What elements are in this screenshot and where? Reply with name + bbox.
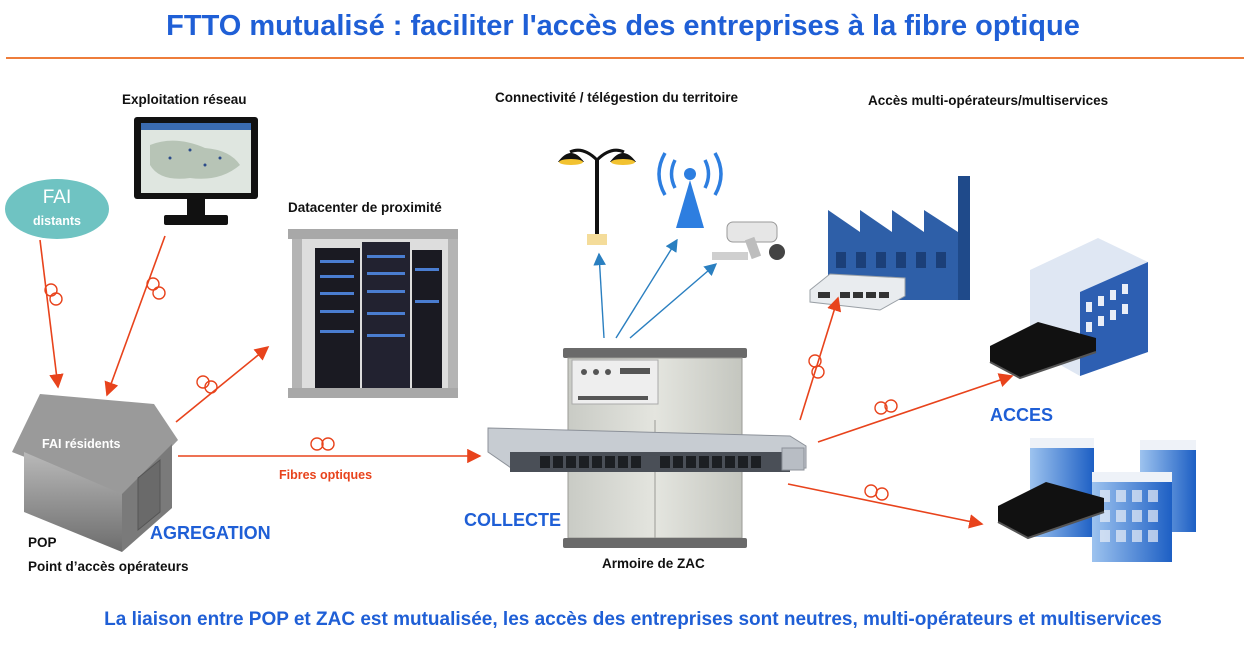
- fai-distants-subtitle: distants: [33, 214, 81, 228]
- server-rack-icon: [288, 229, 458, 398]
- link-pop-to-datacenter: [175, 345, 270, 423]
- label-agregation: AGREGATION: [150, 523, 271, 543]
- fai-distants-title: FAI: [42, 187, 72, 208]
- label-connectivite: Connectivité / télégestion du territoire: [495, 90, 739, 105]
- label-collecte: COLLECTE: [464, 510, 561, 530]
- fibre-links: [39, 235, 1014, 529]
- camera-icon: [712, 221, 785, 260]
- label-point-acces: Point d’accès opérateurs: [28, 559, 189, 574]
- street-lamp-icon: [558, 148, 636, 245]
- monitor-icon: [134, 117, 258, 225]
- link-zac-to-factory: [799, 296, 842, 421]
- title-divider: [6, 57, 1244, 59]
- label-fibres-optiques: Fibres optiques: [279, 468, 373, 482]
- switch-icon: [809, 273, 906, 311]
- fibre-coil-icon: [44, 277, 898, 501]
- label-acces-multi: Accès multi-opérateurs/multiservices: [868, 93, 1109, 108]
- modem-icon: [997, 482, 1105, 540]
- factory-icon: [828, 176, 970, 300]
- page-title: FTTO mutualisé : faciliter l'accès des e…: [166, 10, 1080, 42]
- label-armoire: Armoire de ZAC: [602, 556, 705, 571]
- fai-distants-bubble: [5, 179, 109, 239]
- link-fai-to-pop: [39, 239, 64, 389]
- label-fai-residents: FAI résidents: [42, 437, 121, 451]
- house-icon: [12, 394, 178, 552]
- link-zac-to-office: [817, 373, 1014, 443]
- label-acces: ACCES: [990, 405, 1054, 425]
- antenna-icon: [657, 152, 723, 228]
- link-zac-to-cluster: [787, 483, 984, 529]
- label-exploitation: Exploitation réseau: [122, 92, 247, 107]
- link-exploitation-to-pop: [104, 235, 166, 397]
- label-pop: POP: [28, 535, 57, 550]
- switch-icon: [487, 427, 807, 472]
- modem-icon: [989, 322, 1097, 380]
- footer-caption: La liaison entre POP et ZAC est mutualis…: [104, 609, 1162, 630]
- label-datacenter: Datacenter de proximité: [288, 200, 442, 215]
- telemetry-links: [593, 238, 718, 339]
